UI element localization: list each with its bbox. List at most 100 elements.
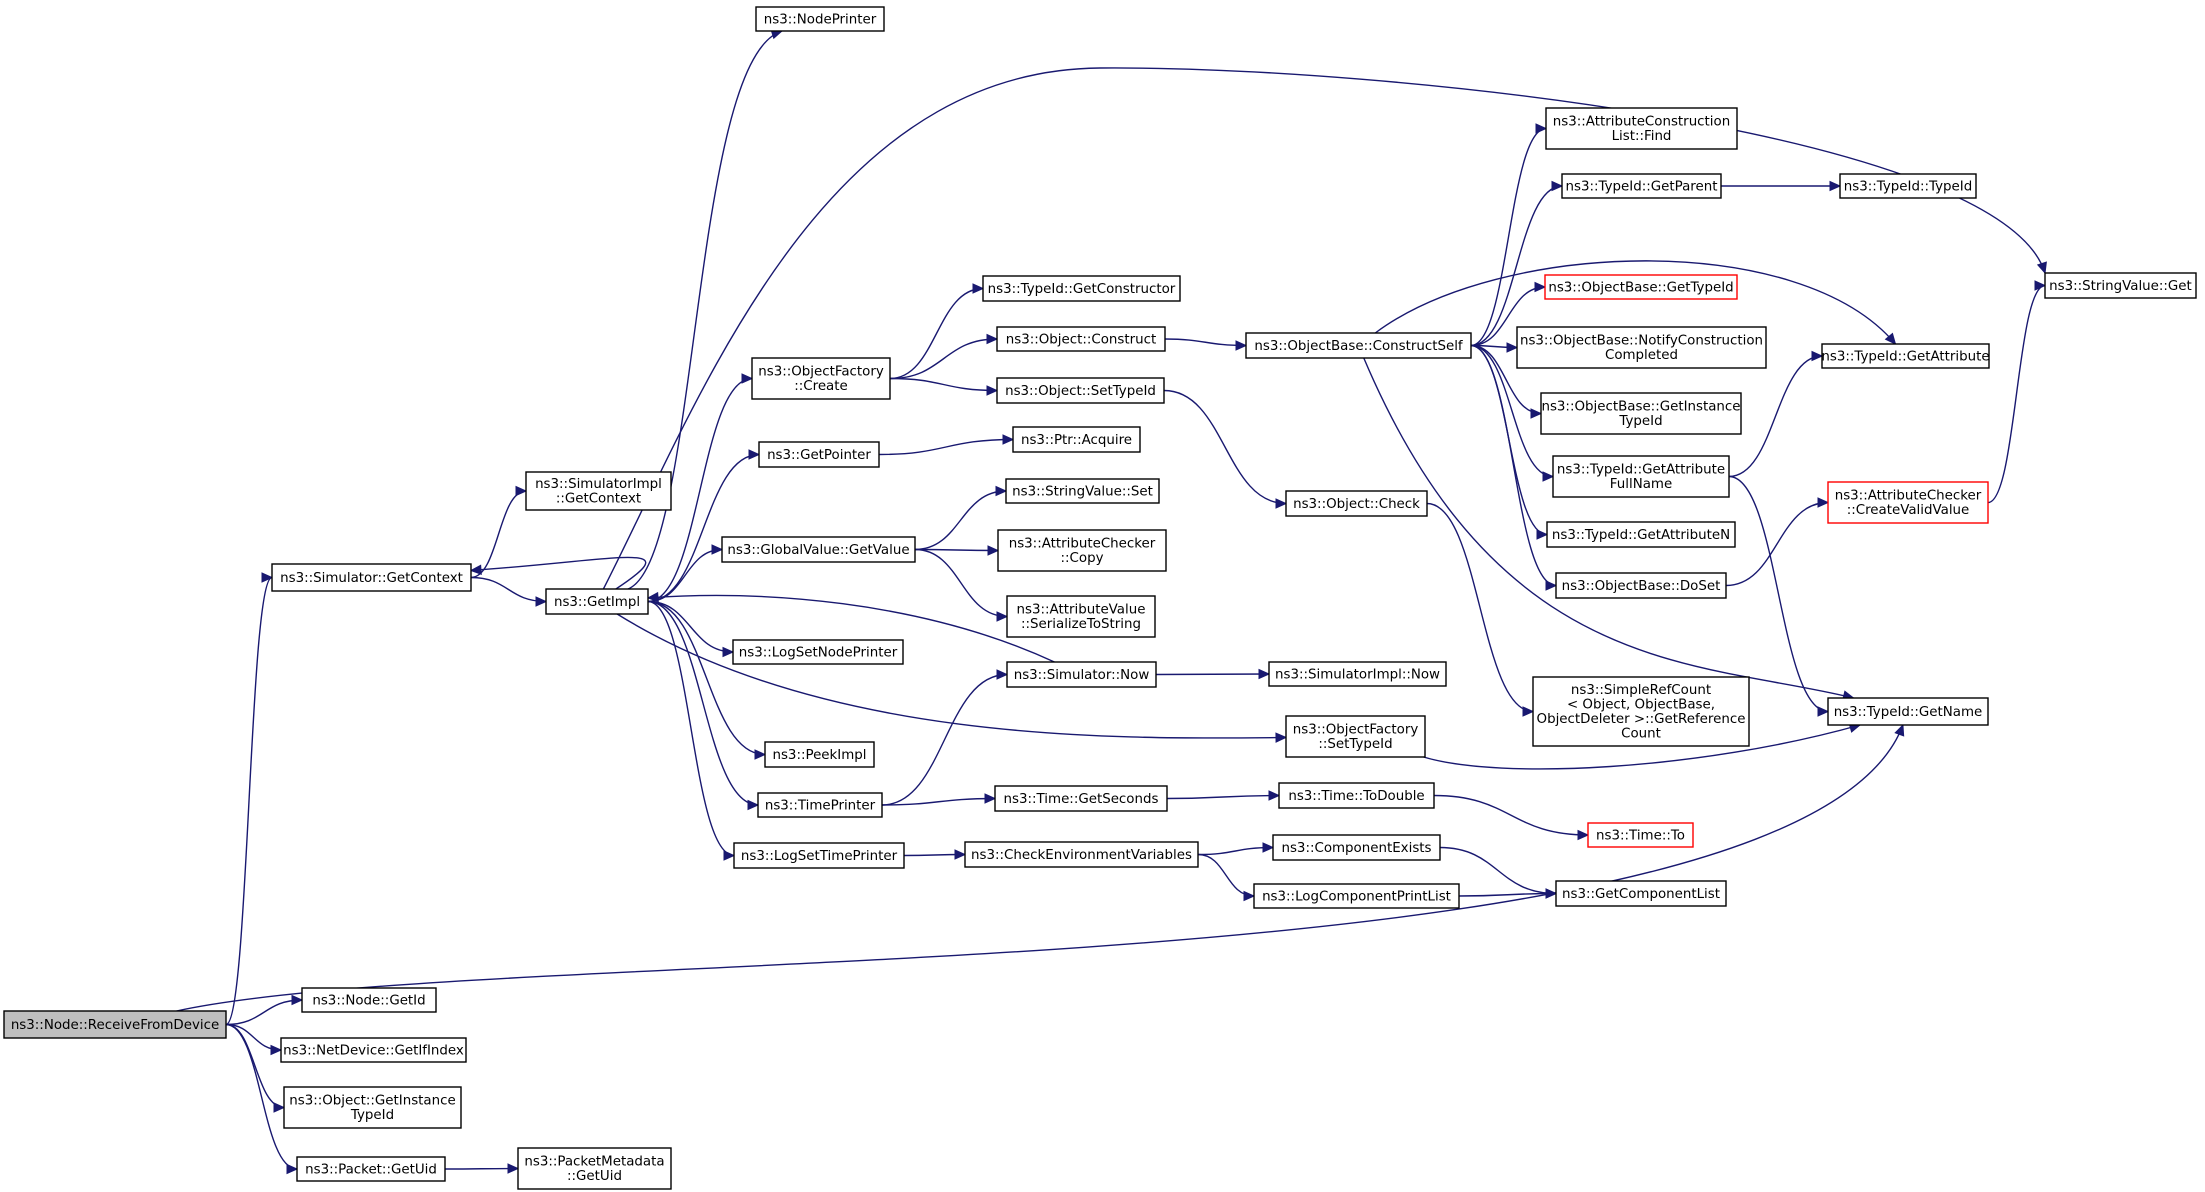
edge-arrowhead bbox=[1002, 434, 1015, 445]
edge-arrowhead bbox=[996, 669, 1009, 680]
node-time-todouble[interactable]: ns3::Time::ToDouble bbox=[1278, 782, 1435, 809]
node-getid[interactable]: ns3::Node::GetId bbox=[301, 987, 437, 1013]
node-label: ns3::GetComponentList bbox=[1562, 887, 1720, 902]
edge-arrowhead bbox=[507, 1163, 520, 1174]
edge-arrowhead bbox=[1235, 340, 1248, 351]
node-simulator-now[interactable]: ns3::Simulator::Now bbox=[1006, 661, 1157, 688]
node-box bbox=[1285, 715, 1426, 758]
edge-arrowhead bbox=[2034, 280, 2047, 291]
edge-arrowhead bbox=[954, 849, 967, 860]
node-box bbox=[964, 841, 1199, 868]
node-objectbase-notifyconstructioncompleted[interactable]: ns3::ObjectBase::NotifyConstructionCompl… bbox=[1516, 326, 1767, 369]
node-object-settypeid[interactable]: ns3::Object::SetTypeId bbox=[996, 377, 1165, 404]
edge-arrowhead bbox=[646, 591, 659, 603]
node-object-check[interactable]: ns3::Object::Check bbox=[1285, 490, 1428, 517]
edge-globalvalue-getvalue-to-stringvalue-set bbox=[914, 490, 1007, 551]
edge-arrowhead bbox=[972, 283, 985, 294]
edge-arrowhead bbox=[1545, 888, 1558, 899]
node-label: ns3::Object::Construct bbox=[1006, 332, 1157, 347]
node-typeid-getattributen[interactable]: ns3::TypeId::GetAttributeN bbox=[1546, 521, 1736, 548]
node-simulatorimpl-now[interactable]: ns3::SimulatorImpl::Now bbox=[1268, 661, 1447, 687]
node-label: ns3::AttributeConstruction bbox=[1553, 115, 1730, 130]
node-logcomponentprintlist[interactable]: ns3::LogComponentPrintList bbox=[1253, 883, 1460, 909]
edge-getimpl-to-peekimpl bbox=[647, 600, 766, 756]
node-label: ns3::TypeId::GetAttribute bbox=[1557, 463, 1725, 478]
node-componentexists[interactable]: ns3::ComponentExists bbox=[1272, 834, 1441, 861]
node-objectbase-gettypeid[interactable]: ns3::ObjectBase::GetTypeId bbox=[1544, 274, 1738, 300]
node-globalvalue-getvalue[interactable]: ns3::GlobalValue::GetValue bbox=[721, 536, 916, 563]
node-box bbox=[994, 785, 1168, 812]
node-attributechecker-createvalidvalue[interactable]: ns3::AttributeChecker::CreateValidValue bbox=[1827, 481, 1989, 524]
node-box bbox=[1532, 676, 1750, 747]
node-stringvalue-get[interactable]: ns3::StringValue::Get bbox=[2044, 272, 2197, 299]
node-typeid-getname[interactable]: ns3::TypeId::GetName bbox=[1827, 697, 1989, 726]
node-peekimpl[interactable]: ns3::PeekImpl bbox=[764, 741, 875, 768]
edge-objectfactory-settypeid-to-typeid-getname bbox=[1423, 724, 1861, 770]
edge-getimpl-to-objectfactory-settypeid bbox=[616, 613, 1287, 739]
node-getimpl[interactable]: ns3::GetImpl bbox=[545, 588, 649, 615]
node-logsettimeprinter[interactable]: ns3::LogSetTimePrinter bbox=[733, 842, 905, 869]
node-box bbox=[525, 471, 672, 511]
node-logsetnodeprinter[interactable]: ns3::LogSetNodePrinter bbox=[732, 639, 904, 665]
node-time-getseconds[interactable]: ns3::Time::GetSeconds bbox=[994, 785, 1168, 812]
node-nodeprinter[interactable]: ns3::NodePrinter bbox=[755, 6, 885, 32]
node-objectfactory-settypeid[interactable]: ns3::ObjectFactory::SetTypeId bbox=[1285, 715, 1426, 758]
node-object-construct[interactable]: ns3::Object::Construct bbox=[996, 326, 1166, 352]
node-typeid-typeid[interactable]: ns3::TypeId::TypeId bbox=[1839, 173, 1977, 199]
edge-arrowhead bbox=[984, 793, 997, 804]
node-getcomponentlist[interactable]: ns3::GetComponentList bbox=[1555, 880, 1727, 907]
node-simplerefcount-getreferencecount[interactable]: ns3::SimpleRefCount< Object, ObjectBase,… bbox=[1532, 676, 1750, 747]
node-box bbox=[1839, 173, 1977, 199]
node-ptr-acquire[interactable]: ns3::Ptr::Acquire bbox=[1012, 426, 1141, 453]
node-stringvalue-set[interactable]: ns3::StringValue::Set bbox=[1005, 478, 1160, 504]
edge-arrowhead bbox=[1268, 790, 1281, 801]
node-simulatorimpl-getcontext[interactable]: ns3::SimulatorImpl::GetContext bbox=[525, 471, 672, 511]
node-receive-from-device[interactable]: ns3::Node::ReceiveFromDevice bbox=[3, 1010, 227, 1039]
edge-arrowhead bbox=[535, 596, 548, 607]
node-objectbase-doset[interactable]: ns3::ObjectBase::DoSet bbox=[1555, 572, 1727, 599]
node-label: FullName bbox=[1610, 477, 1672, 492]
node-simulator-getcontext[interactable]: ns3::Simulator::GetContext bbox=[271, 563, 472, 592]
node-checkenvironmentvariables[interactable]: ns3::CheckEnvironmentVariables bbox=[964, 841, 1199, 868]
node-label: ns3::Node::GetId bbox=[312, 993, 425, 1008]
node-objectbase-constructself[interactable]: ns3::ObjectBase::ConstructSelf bbox=[1245, 332, 1472, 359]
node-label: ::Create bbox=[794, 379, 848, 394]
node-label: TypeId bbox=[1618, 414, 1662, 429]
node-label: ns3::Time::To bbox=[1596, 828, 1685, 843]
edge-getimpl-to-objectfactory-create bbox=[647, 377, 753, 603]
node-time-to[interactable]: ns3::Time::To bbox=[1587, 822, 1694, 848]
node-getpointer[interactable]: ns3::GetPointer bbox=[758, 441, 880, 468]
node-getifindex[interactable]: ns3::NetDevice::GetIfIndex bbox=[280, 1037, 467, 1063]
node-label: ns3::CheckEnvironmentVariables bbox=[971, 848, 1192, 863]
edge-arrowhead bbox=[1535, 123, 1548, 134]
node-typeid-getattribute[interactable]: ns3::TypeId::GetAttribute bbox=[1821, 343, 1990, 369]
edge-arrowhead bbox=[1829, 180, 1842, 192]
edge-simulator-getcontext-to-simulatorimpl-getcontext bbox=[470, 490, 527, 579]
node-box bbox=[1827, 697, 1989, 726]
node-label: ns3::Object::SetTypeId bbox=[1005, 384, 1156, 399]
node-typeid-getparent[interactable]: ns3::TypeId::GetParent bbox=[1561, 173, 1722, 199]
edge-objectbase-constructself-to-typeid-getname bbox=[1363, 357, 1854, 699]
node-box bbox=[280, 1037, 467, 1063]
edge-getimpl-to-stringvalue-get bbox=[602, 67, 2046, 590]
node-packet-getuid[interactable]: ns3::Packet::GetUid bbox=[296, 1156, 446, 1182]
node-label: ns3::TypeId::GetAttribute bbox=[1821, 349, 1989, 364]
node-objectfactory-create[interactable]: ns3::ObjectFactory::Create bbox=[751, 357, 891, 400]
node-timeprinter[interactable]: ns3::TimePrinter bbox=[757, 792, 883, 818]
edge-arrowhead bbox=[1258, 668, 1271, 680]
edge-getimpl-to-globalvalue-getvalue bbox=[647, 548, 723, 603]
node-attributevalue-serializetostring[interactable]: ns3::AttributeValue::SerializeToString bbox=[1006, 595, 1156, 638]
edge-objectbase-constructself-to-objectbase-gettypeid bbox=[1470, 286, 1546, 347]
edge-typeid-getattributefullname-to-typeid-getname bbox=[1728, 475, 1829, 713]
node-label: ns3::ObjectBase::DoSet bbox=[1562, 579, 1721, 594]
node-packetmetadata-getuid[interactable]: ns3::PacketMetadata::GetUid bbox=[517, 1147, 672, 1190]
node-typeid-getconstructor[interactable]: ns3::TypeId::GetConstructor bbox=[982, 275, 1181, 302]
node-box bbox=[732, 639, 904, 665]
node-label: ns3::LogSetTimePrinter bbox=[741, 849, 898, 864]
node-label: ns3::LogComponentPrintList bbox=[1262, 889, 1451, 904]
node-attributechecker-copy[interactable]: ns3::AttributeChecker::Copy bbox=[997, 529, 1167, 572]
